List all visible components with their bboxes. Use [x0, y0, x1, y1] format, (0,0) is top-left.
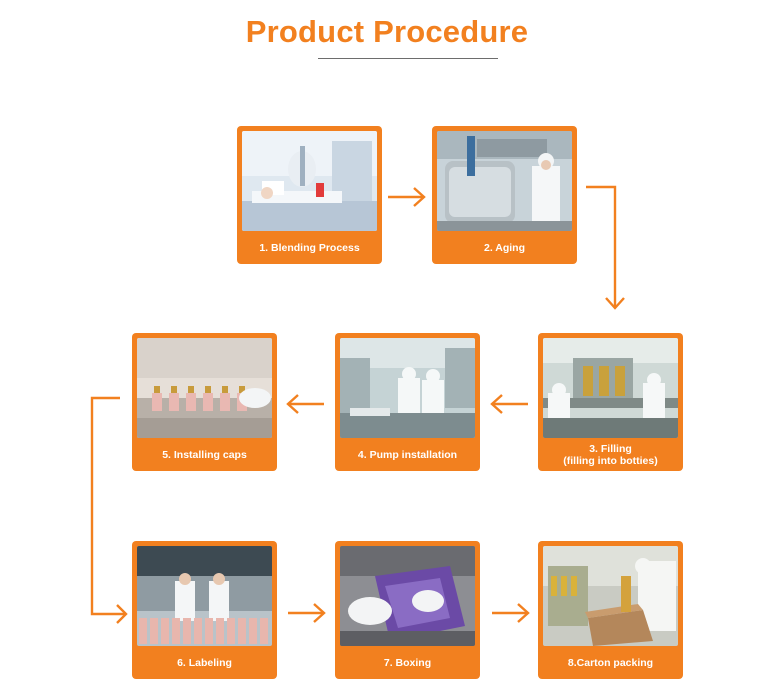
step-card-pump-installation: 4. Pump installation [335, 333, 480, 471]
title-underline [318, 58, 498, 59]
step-card-carton-packing: 8.Carton packing [538, 541, 683, 679]
carton-packing-photo [543, 546, 678, 646]
step-card-labeling: 6. Labeling [132, 541, 277, 679]
boxing-photo [340, 546, 475, 646]
step-card-blending: 1. Blending Process [237, 126, 382, 264]
step-label: 1. Blending Process [259, 241, 360, 254]
step-label: 3. Filling [589, 442, 632, 455]
steel-tank-aging-photo [437, 131, 572, 231]
step-label: 4. Pump installation [357, 448, 458, 461]
arrow-left-icon [286, 394, 324, 414]
pump-installation-photo [340, 338, 475, 438]
labeling-photo [137, 546, 272, 646]
step-card-filling: 3. Filling (filling into botties) [538, 333, 683, 471]
page-title: Product Procedure [245, 14, 529, 49]
step-sublabel: (filling into botties) [563, 454, 658, 467]
arrow-right-icon [288, 603, 326, 623]
cap-installing-photo [137, 338, 272, 438]
arrow-right-icon [388, 187, 426, 207]
arrow-left-icon [490, 394, 528, 414]
step-label: 5. Installing caps [162, 448, 247, 461]
arrow-elbow-down-icon [586, 185, 625, 310]
filling-line-photo [543, 338, 678, 438]
step-label: 8.Carton packing [567, 656, 654, 669]
arrow-elbow-right-icon [90, 396, 128, 624]
lab-blending-photo [242, 131, 377, 231]
step-card-boxing: 7. Boxing [335, 541, 480, 679]
step-label: 2. Aging [483, 241, 526, 254]
step-card-installing-caps: 5. Installing caps [132, 333, 277, 471]
step-label: 6. Labeling [177, 656, 232, 669]
step-label: 7. Boxing [383, 656, 432, 669]
arrow-right-icon [492, 603, 530, 623]
step-card-aging: 2. Aging [432, 126, 577, 264]
